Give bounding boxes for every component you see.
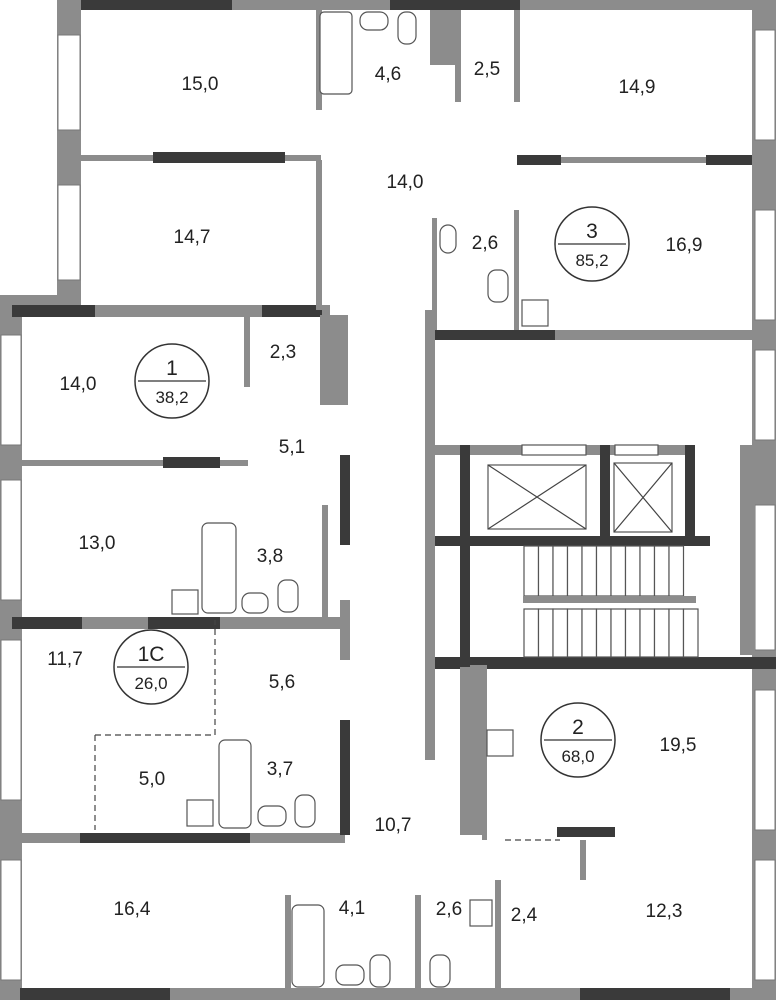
stair-step <box>653 545 670 597</box>
room-area-label: 14,9 <box>619 77 656 98</box>
room-area-label: 2,6 <box>436 899 462 920</box>
stair-step <box>537 608 554 658</box>
stair-step <box>668 608 685 658</box>
stair-step <box>624 545 641 597</box>
svg-text:2: 2 <box>572 716 584 739</box>
svg-text:85,2: 85,2 <box>575 251 608 270</box>
room-area-label: 5,0 <box>139 769 165 790</box>
apartment-badge-1: 1 38,2 <box>134 343 210 419</box>
stair-step <box>581 608 598 658</box>
room-area-label: 14,0 <box>387 172 424 193</box>
stair-step <box>653 608 670 658</box>
svg-text:38,2: 38,2 <box>155 388 188 407</box>
room-area-label: 4,6 <box>375 64 401 85</box>
svg-text:1: 1 <box>166 357 178 380</box>
fixtures <box>94 11 560 988</box>
stair-step <box>610 545 627 597</box>
room-area-label: 3,7 <box>267 759 293 780</box>
room-area-label: 16,4 <box>114 899 151 920</box>
room-area-label: 10,7 <box>375 815 412 836</box>
room-area-label: 5,6 <box>269 672 295 693</box>
stair-step <box>624 608 641 658</box>
room-area-label: 15,0 <box>182 74 219 95</box>
stair-step <box>537 545 554 597</box>
svg-text:1С: 1С <box>138 643 165 666</box>
stair-step <box>595 545 612 597</box>
svg-text:68,0: 68,0 <box>561 747 594 766</box>
stair-step <box>566 545 583 597</box>
room-area-label: 2,4 <box>511 905 538 926</box>
apartment-badge-3: 3 85,2 <box>554 206 630 282</box>
svg-text:3: 3 <box>586 220 598 243</box>
stair-step <box>595 608 612 658</box>
apartment-badge-2: 2 68,0 <box>540 702 616 778</box>
svg-text:26,0: 26,0 <box>134 674 167 693</box>
room-area-label: 19,5 <box>660 735 697 756</box>
room-area-label: 11,7 <box>47 649 83 670</box>
room-area-label: 3,8 <box>257 546 283 567</box>
elevators-and-stairs <box>487 444 699 658</box>
room-area-label: 2,5 <box>474 59 500 80</box>
stair-step <box>639 608 656 658</box>
apartment-badges: 3 85,2 1 38,2 1С 26,0 2 68,0 <box>113 206 630 778</box>
room-labels: 15,0 4,6 2,5 14,9 14,0 14,7 2,6 16,9 14,… <box>47 59 702 926</box>
stair-step <box>523 608 540 658</box>
room-area-label: 13,0 <box>79 533 116 554</box>
room-area-label: 2,3 <box>270 342 296 363</box>
room-area-label: 2,6 <box>472 233 498 254</box>
room-area-label: 14,0 <box>60 374 97 395</box>
stair-step <box>610 608 627 658</box>
stair-step <box>552 545 569 597</box>
apartment-badge-1c: 1С 26,0 <box>113 629 189 705</box>
room-area-label: 12,3 <box>646 901 683 922</box>
stair-step <box>682 608 699 658</box>
room-area-label: 4,1 <box>339 898 365 919</box>
room-area-label: 5,1 <box>279 437 305 458</box>
stair-step <box>639 545 656 597</box>
room-area-label: 16,9 <box>666 235 703 256</box>
stair-step <box>668 545 685 597</box>
stair-step <box>581 545 598 597</box>
room-area-label: 14,7 <box>174 227 211 248</box>
stair-step <box>566 608 583 658</box>
stair-step <box>552 608 569 658</box>
stair-step <box>523 545 540 597</box>
